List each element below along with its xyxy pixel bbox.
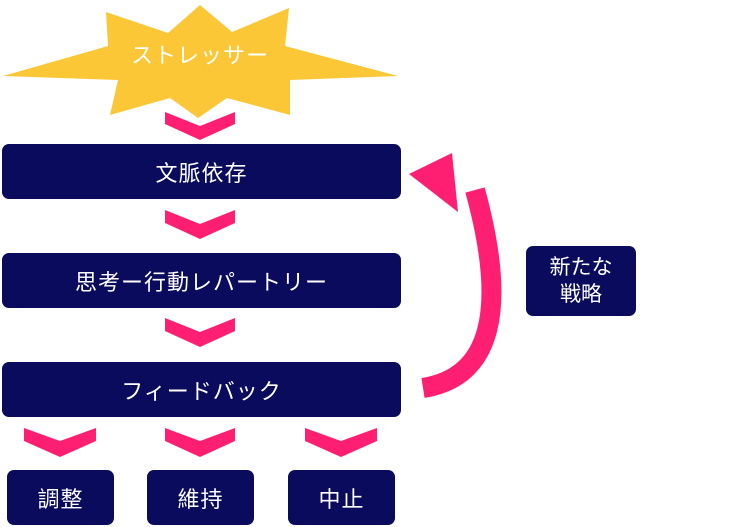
new-strategy-line1: 新たな [549, 255, 613, 279]
new-strategy-line2: 戦略 [560, 282, 602, 306]
context-dependence-box: 文脈依存 [2, 144, 401, 199]
chevron-down-icon [165, 318, 235, 347]
chevron-down-icon [165, 428, 235, 457]
outcome-maintain-box: 維持 [147, 470, 254, 525]
new-strategy-box: 新たな 戦略 [526, 246, 636, 316]
outcome-stop-box: 中止 [288, 470, 395, 525]
outcome-adjust-box: 調整 [7, 470, 114, 525]
chevron-down-icon [165, 210, 235, 239]
chevron-down-icon [165, 112, 235, 140]
stressor-label: ストレッサー [130, 44, 269, 69]
feedback-box: フィードバック [2, 362, 401, 417]
loop-arrow-head [409, 153, 458, 212]
thought-action-repertoire-box: 思考ー行動レパートリー [2, 253, 401, 308]
chevron-down-icon [305, 428, 377, 457]
loop-arrow-body [421, 187, 502, 398]
stressor-star-shape [3, 5, 398, 118]
chevron-down-icon [24, 428, 96, 457]
